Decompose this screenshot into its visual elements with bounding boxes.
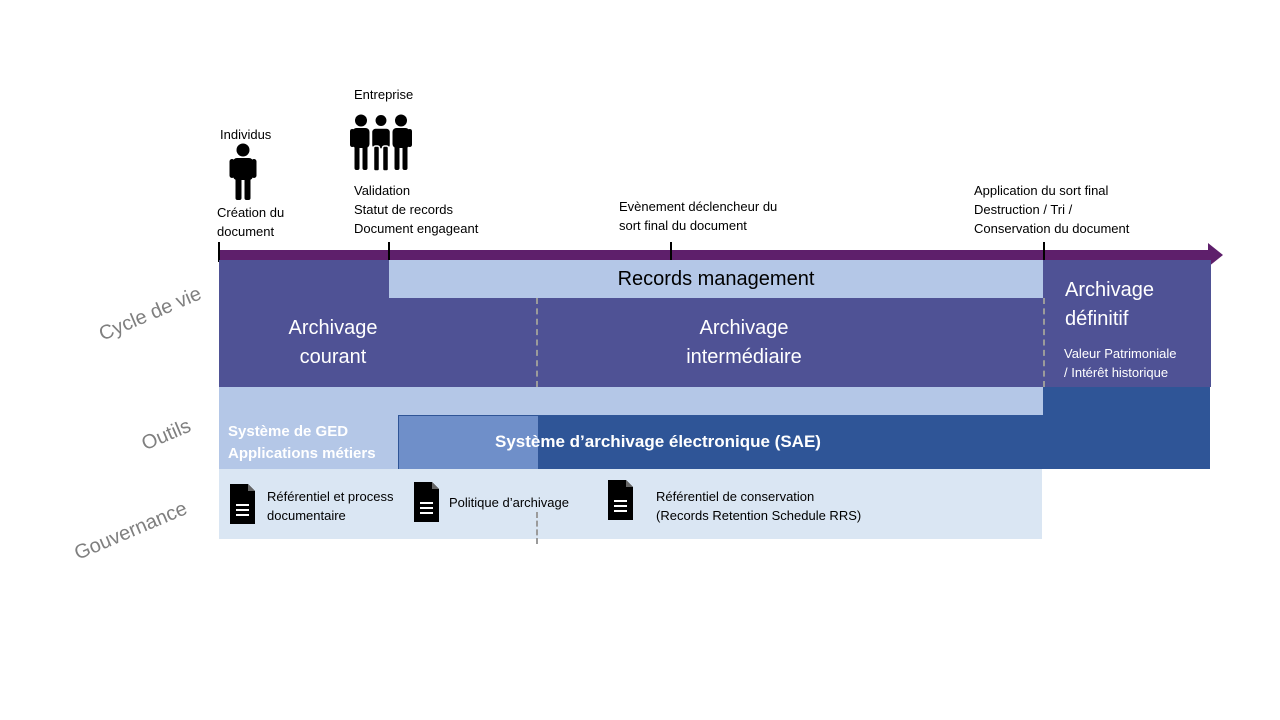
row-label-cycle: Cycle de vie [95,282,205,346]
sae-definitif-band [1043,387,1210,469]
referentiel-conservation-label: Référentiel de conservation (Records Ret… [656,489,862,523]
tick-creation [218,242,220,262]
entreprise-label: Entreprise [354,87,414,102]
document-icon [230,484,255,524]
timeline-arrow [218,243,1224,267]
tick-evenement [670,242,672,262]
archivage-definitif-label: Archivage définitif [1065,279,1154,330]
milestone-validation: Validation Statut de records Document en… [354,183,479,236]
records-management-band [389,260,1043,298]
archivage-courant-label: Archivage courant [288,317,378,368]
milestone-application: Application du sort final Destruction / … [974,183,1130,236]
referentiel-process-label: Référentiel et process documentaire [267,489,394,523]
document-icon [414,482,439,522]
tick-application [1043,242,1045,262]
tick-validation [388,242,390,262]
individus-label: Individus [220,127,272,142]
row-label-gouvernance: Gouvernance [71,497,191,565]
ged-label: Système de GED Applications métiers [228,423,376,462]
row-label-outils: Outils [138,414,195,456]
sae-band [538,415,1043,469]
document-icon [608,480,633,520]
person-icon [228,143,258,201]
archivage-intermediaire-label: Archivage intermédiaire [686,317,802,368]
separator-courant-intermediaire [536,298,538,387]
milestone-evenement: Evènement déclencheur du sort final du d… [619,199,778,233]
archivage-definitif-band [1043,260,1211,387]
records-management-label: Records management [617,268,815,290]
milestone-creation: Création du document [217,205,285,239]
sae-label: Système d’archivage électronique (SAE) [495,432,821,451]
group-icon [350,114,412,172]
politique-archivage-label: Politique d’archivage [449,495,569,510]
separator-intermediaire-definitif [1043,298,1045,387]
separator-gouvernance [536,512,538,544]
sae-start-band [398,415,538,469]
valeur-patrimoniale-label: Valeur Patrimoniale / Intérêt historique [1064,346,1177,380]
